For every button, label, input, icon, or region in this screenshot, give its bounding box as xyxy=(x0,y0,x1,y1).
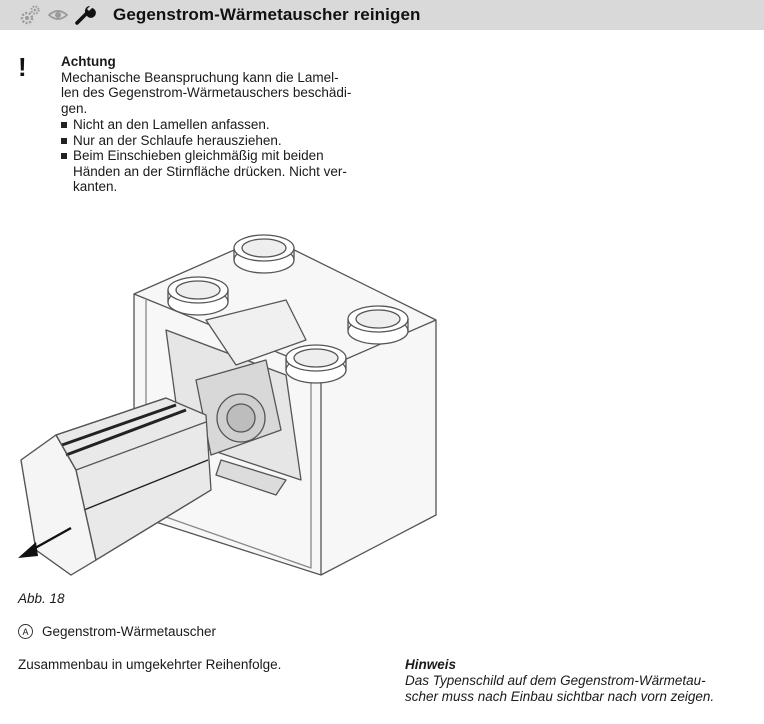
wrench-icon xyxy=(74,4,96,26)
caution-bullet-list: Nicht an den Lamellen anfassen. Nur an d… xyxy=(61,117,391,195)
bullet-square-icon xyxy=(61,137,67,144)
bullet-text: kanten. xyxy=(73,179,118,194)
assembly-instruction: Zusammenbau in umgekehrter Reihenfolge. xyxy=(18,657,282,672)
section-header: Gegenstrom-Wärmetauscher reinigen xyxy=(0,0,764,30)
heat-exchanger-illustration xyxy=(16,230,446,590)
list-item: Nur an der Schlaufe herausziehen. xyxy=(61,133,391,149)
bullet-text: Nicht an den Lamellen anfassen. xyxy=(73,117,270,132)
figure-legend: A Gegenstrom-Wärmetauscher xyxy=(18,624,216,639)
note-block: Hinweis Das Typenschild auf dem Gegenstr… xyxy=(405,657,760,705)
note-text-line: Das Typenschild auf dem Gegenstrom-Wärme… xyxy=(405,673,706,688)
figure-caption: Abb. 18 xyxy=(18,591,65,606)
caution-block: Achtung Mechanische Beanspruchung kann d… xyxy=(61,54,391,195)
legend-text: Gegenstrom-Wärmetauscher xyxy=(42,624,217,639)
warning-icon: ! xyxy=(18,52,27,82)
page-title: Gegenstrom-Wärmetauscher reinigen xyxy=(113,5,421,24)
legend-marker: A xyxy=(18,624,33,639)
list-item: Beim Einschieben gleichmäßig mit beiden … xyxy=(61,148,391,195)
caution-text-line: len des Gegenstrom-Wärmetauschers beschä… xyxy=(61,85,352,100)
bullet-square-icon xyxy=(61,122,67,128)
bullet-text: Beim Einschieben gleichmäßig mit beiden xyxy=(73,148,324,163)
list-item: Nicht an den Lamellen anfassen. xyxy=(61,117,391,133)
bullet-square-icon xyxy=(61,153,67,159)
bullet-text: Nur an der Schlaufe herausziehen. xyxy=(73,132,282,148)
note-heading: Hinweis xyxy=(405,657,457,672)
note-text-line: scher muss nach Einbau sichtbar nach vor… xyxy=(405,689,715,704)
bullet-text: Händen an der Stirnfläche drücken. Nicht… xyxy=(73,163,347,179)
caution-heading: Achtung xyxy=(61,54,116,69)
eye-icon xyxy=(47,4,69,26)
gears-icon xyxy=(19,4,41,26)
caution-text-line: Mechanische Beanspruchung kann die Lamel… xyxy=(61,69,339,85)
caution-text-line: gen. xyxy=(61,100,88,116)
